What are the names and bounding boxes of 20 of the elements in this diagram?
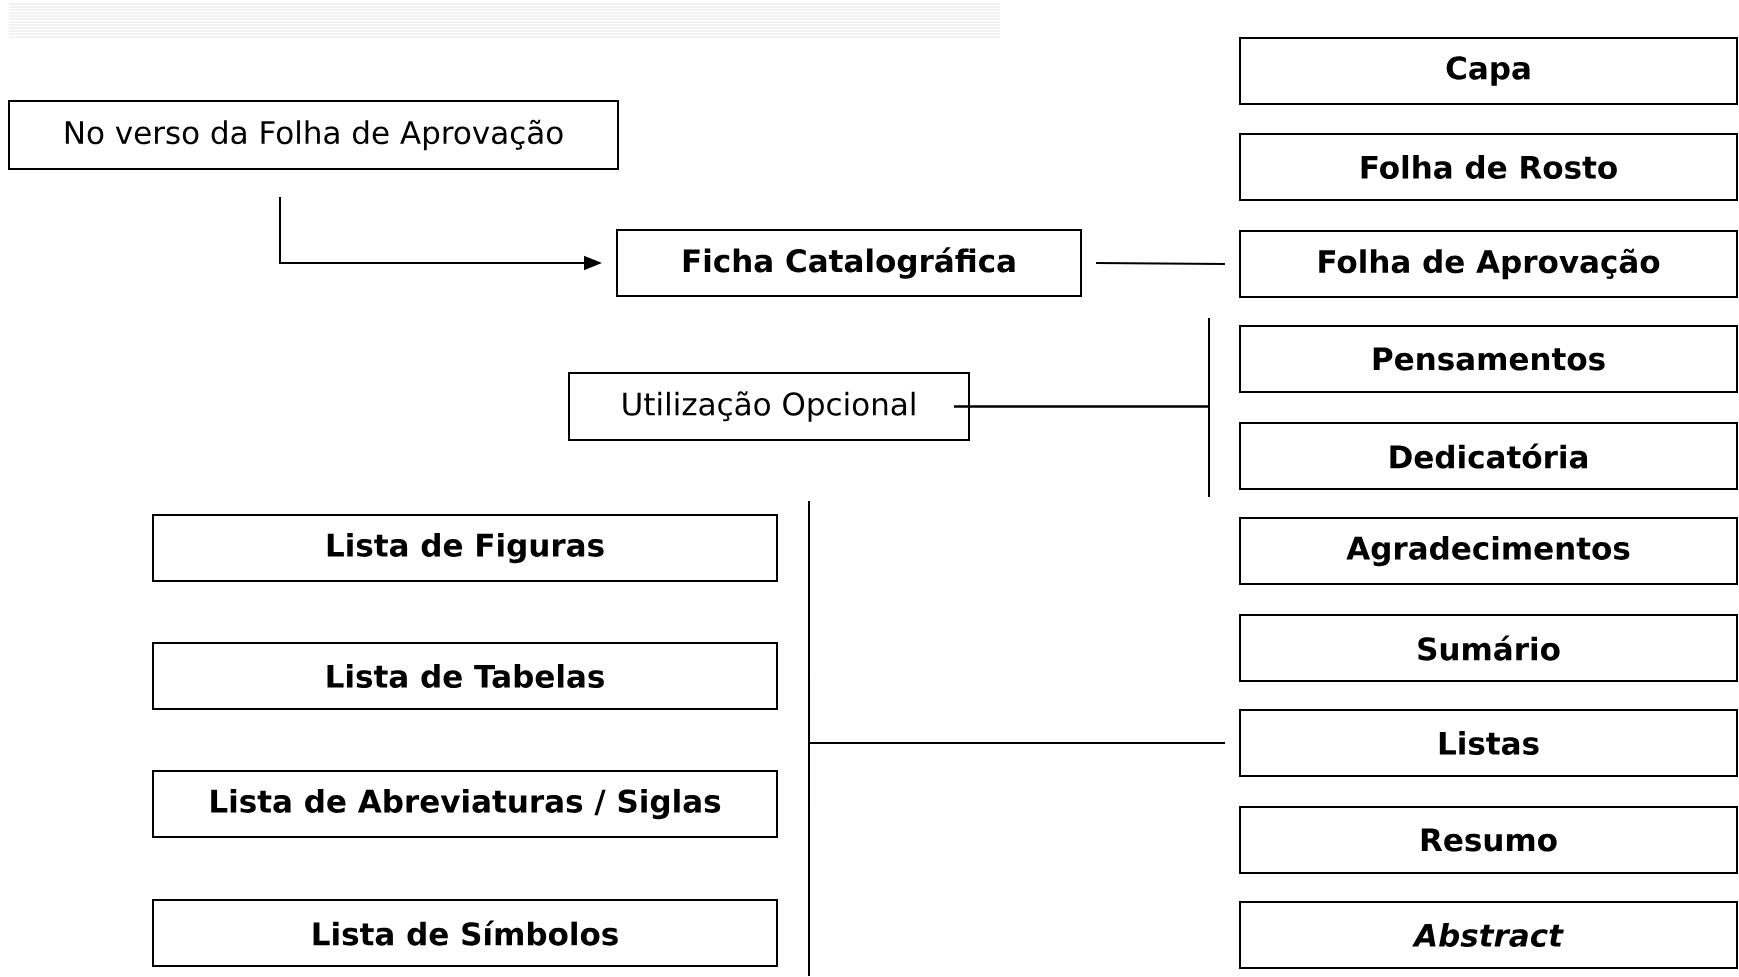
section-box: Agradecimentos bbox=[1239, 517, 1738, 585]
section-box: Sumário bbox=[1239, 614, 1738, 682]
connector bbox=[808, 742, 1226, 977]
section-box: Resumo bbox=[1239, 806, 1738, 874]
section-box: Lista de Abreviaturas / Siglas bbox=[152, 770, 778, 838]
note-box: Utilização Opcional bbox=[568, 372, 970, 441]
section-box: Dedicatória bbox=[1239, 422, 1738, 490]
section-box: Ficha Catalográfica bbox=[616, 229, 1082, 297]
section-box: Pensamentos bbox=[1239, 325, 1738, 393]
connector bbox=[1095, 262, 1226, 265]
section-box: Folha de Aprovação bbox=[1239, 230, 1738, 298]
section-box: Lista de Símbolos bbox=[152, 899, 778, 967]
section-box: Lista de Tabelas bbox=[152, 642, 778, 710]
section-box: Listas bbox=[1239, 709, 1738, 777]
section-box: Lista de Figuras bbox=[152, 514, 778, 582]
connector bbox=[953, 405, 1210, 498]
section-box: Abstract bbox=[1239, 901, 1738, 969]
section-box: Capa bbox=[1239, 37, 1738, 105]
note-box: No verso da Folha de Aprovação bbox=[8, 100, 619, 170]
section-box: Folha de Rosto bbox=[1239, 133, 1738, 201]
